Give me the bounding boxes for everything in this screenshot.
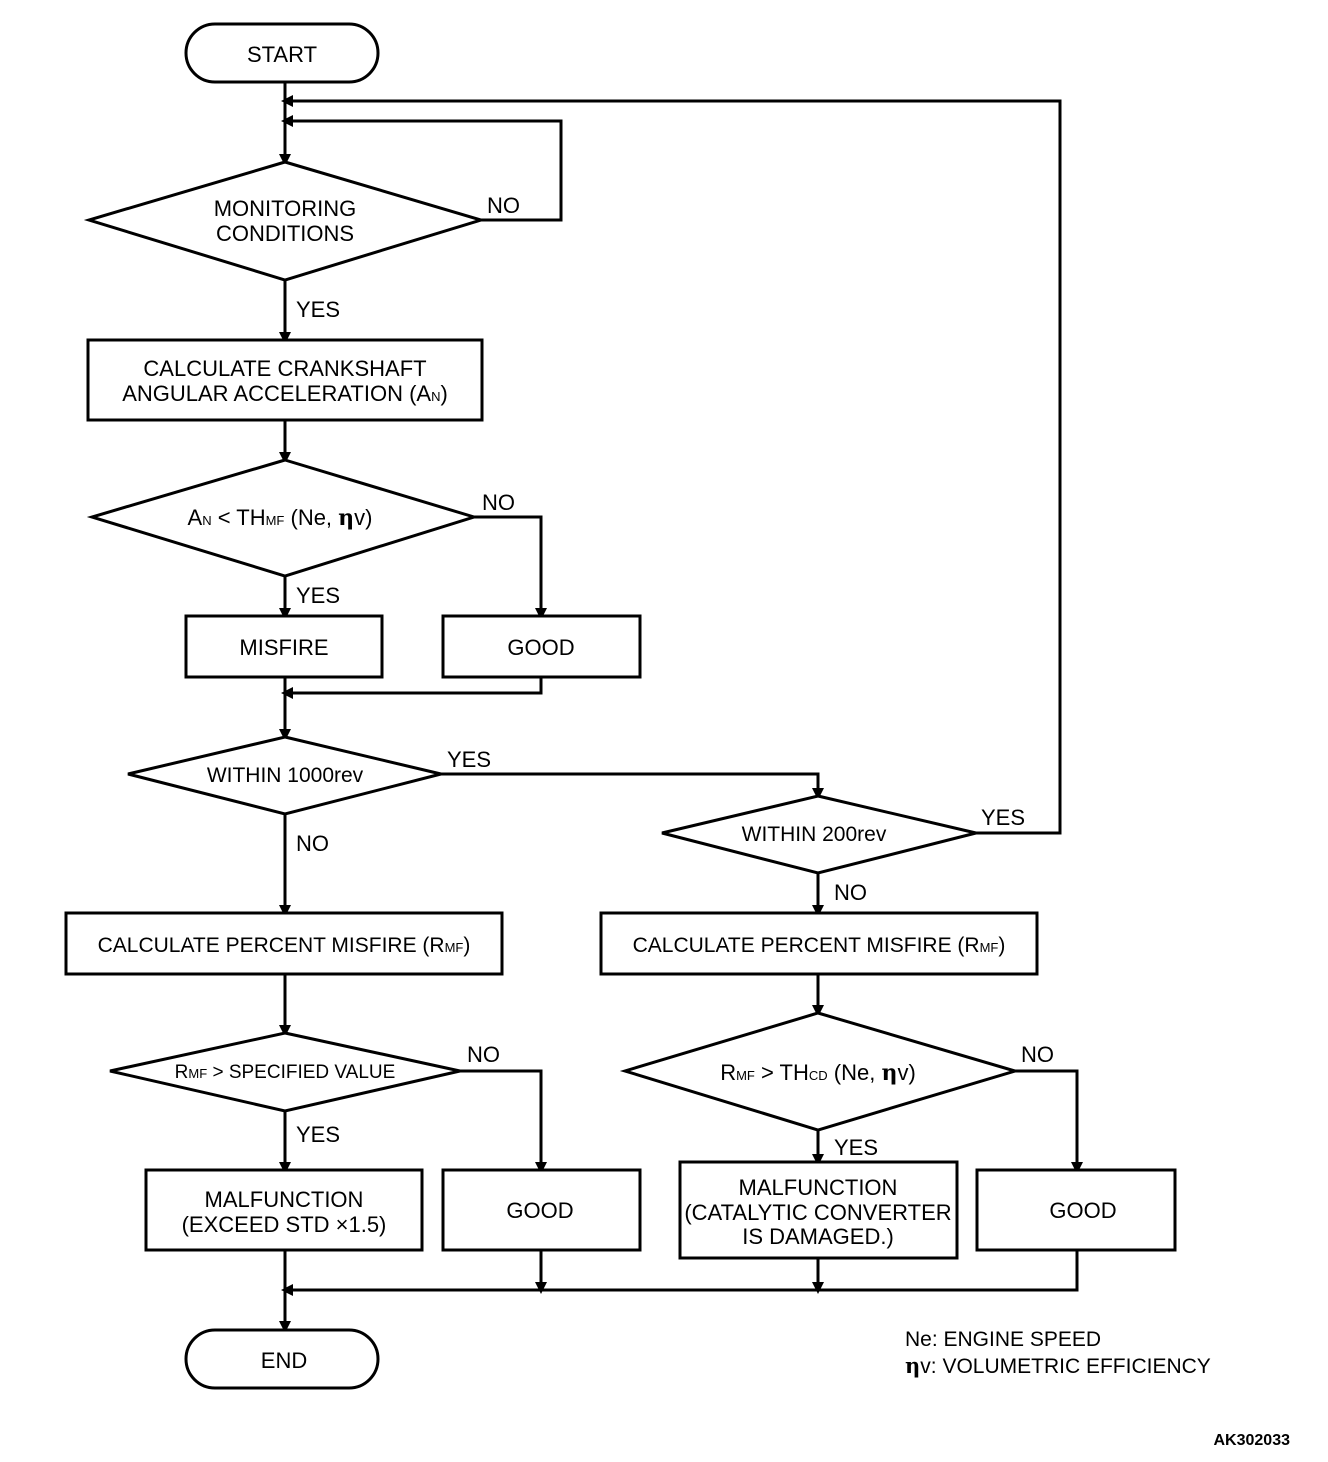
- decision-within-200rev: WITHIN 200rev: [661, 794, 977, 875]
- calc-crank-line2: ANGULAR ACCELERATION (AN): [122, 381, 448, 406]
- label-within1000-yes: YES: [447, 747, 491, 772]
- label-within200-no: NO: [834, 880, 867, 905]
- process-good-2: GOOD: [441, 1168, 642, 1252]
- arrow-compare-no: [474, 515, 547, 620]
- node-end: END: [184, 1328, 380, 1390]
- good-2-label: GOOD: [506, 1198, 573, 1223]
- label-specified-no: NO: [467, 1042, 500, 1067]
- misfire-label: MISFIRE: [239, 635, 328, 660]
- good-3-label: GOOD: [1049, 1198, 1116, 1223]
- label-compare-no: NO: [482, 490, 515, 515]
- figure-code: AK302033: [1214, 1432, 1291, 1449]
- label-thcd-no: NO: [1021, 1042, 1054, 1067]
- malfunction-2-line2: (CATALYTIC CONVERTER: [684, 1200, 951, 1225]
- monitoring-line2: CONDITIONS: [216, 221, 354, 246]
- label-compare-yes: YES: [296, 583, 340, 608]
- label-thcd-yes: YES: [834, 1135, 878, 1160]
- decision-monitoring-conditions: MONITORING CONDITIONS: [83, 160, 487, 282]
- within-200-label: WITHIN 200rev: [742, 823, 887, 846]
- connectors: [279, 82, 1083, 1333]
- arrow-specified-no: [460, 1069, 547, 1174]
- decision-within-1000rev: WITHIN 1000rev: [127, 735, 442, 816]
- process-malfunction-catalytic: MALFUNCTION (CATALYTIC CONVERTER IS DAMA…: [678, 1160, 959, 1260]
- process-misfire: MISFIRE: [184, 614, 384, 679]
- process-calc-crankshaft: CALCULATE CRANKSHAFT ANGULAR ACCELERATIO…: [86, 338, 484, 422]
- malfunction-2-line3: IS DAMAGED.): [742, 1224, 894, 1249]
- branch-labels: NO YES NO YES YES NO YES NO NO YES NO YE…: [296, 193, 1054, 1160]
- arrow-bottom-merge: [281, 1250, 1079, 1296]
- arrow-thcd-no: [1015, 1069, 1083, 1174]
- an-compare-text: AN < THMF (Ne, ηv): [188, 505, 373, 531]
- arrow-monitoring-no-loop: [281, 115, 563, 222]
- start-label: START: [247, 42, 317, 67]
- legend: Ne: ENGINE SPEED ηv: VOLUMETRIC EFFICIEN…: [905, 1328, 1211, 1378]
- legend-volumetric-efficiency: ηv: VOLUMETRIC EFFICIENCY: [905, 1353, 1211, 1378]
- label-within1000-no: NO: [296, 831, 329, 856]
- label-within200-yes: YES: [981, 805, 1025, 830]
- arrow-within200-yes-loop: [281, 95, 1062, 835]
- label-monitoring-yes: YES: [296, 297, 340, 322]
- process-good-3: GOOD: [975, 1168, 1177, 1252]
- rmf-thcd-text: RMF > THCD (Ne, ηv): [720, 1060, 916, 1086]
- process-calc-percent-misfire-left: CALCULATE PERCENT MISFIRE (RMF): [64, 911, 504, 976]
- label-monitoring-no: NO: [487, 193, 520, 218]
- arrow-within1000-yes: [441, 772, 824, 800]
- decision-angular-threshold: AN < THMF (Ne, ηv): [86, 458, 480, 578]
- malfunction-1-line2: (EXCEED STD ×1.5): [182, 1212, 387, 1237]
- malfunction-1-line1: MALFUNCTION: [205, 1187, 364, 1212]
- arrow-good1-merge: [281, 677, 543, 699]
- monitoring-line1: MONITORING: [214, 196, 357, 221]
- malfunction-2-line1: MALFUNCTION: [739, 1175, 898, 1200]
- calc-crank-line1: CALCULATE CRANKSHAFT: [143, 356, 426, 381]
- calc-rmf-left-text: CALCULATE PERCENT MISFIRE (RMF): [98, 934, 471, 957]
- process-calc-percent-misfire-right: CALCULATE PERCENT MISFIRE (RMF): [599, 911, 1039, 976]
- node-start: START: [184, 22, 380, 84]
- decision-rmf-specified: RMF > SPECIFIED VALUE: [109, 1031, 461, 1113]
- end-label: END: [261, 1348, 307, 1373]
- within-1000-label: WITHIN 1000rev: [207, 764, 364, 787]
- good-1-label: GOOD: [507, 635, 574, 660]
- label-specified-yes: YES: [296, 1122, 340, 1147]
- process-malfunction-exceed-std: MALFUNCTION (EXCEED STD ×1.5): [144, 1168, 424, 1252]
- process-good-1: GOOD: [441, 614, 642, 679]
- calc-rmf-right-text: CALCULATE PERCENT MISFIRE (RMF): [633, 934, 1006, 957]
- rmf-specified-text: RMF > SPECIFIED VALUE: [175, 1062, 396, 1083]
- legend-engine-speed: Ne: ENGINE SPEED: [905, 1328, 1101, 1351]
- decision-rmf-thcd: RMF > THCD (Ne, ηv): [619, 1011, 1021, 1132]
